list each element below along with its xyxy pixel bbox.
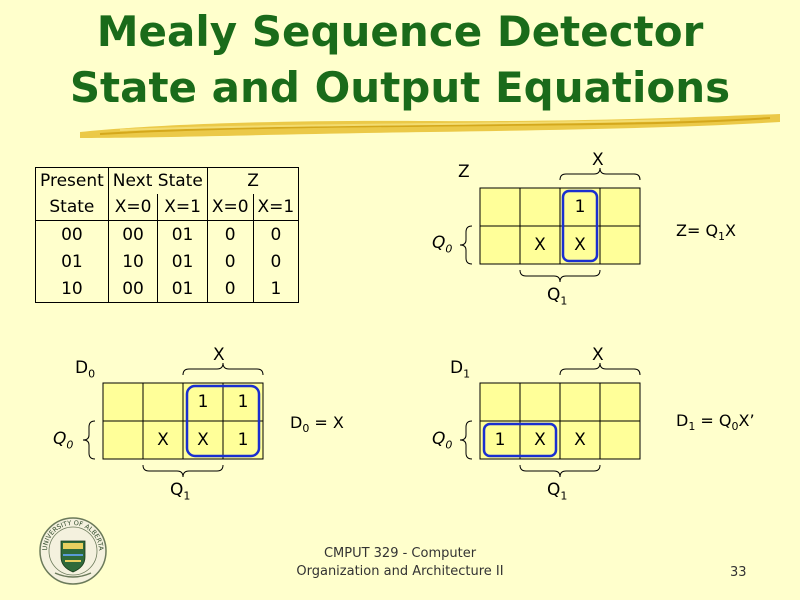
table-cell: 0 xyxy=(252,248,300,275)
table-cell: 10 xyxy=(107,248,159,275)
table-cell: 0 xyxy=(206,248,254,275)
kmap-d1-equation: D1 = Q0X’ xyxy=(676,411,755,434)
table-row: 10 00 01 0 1 xyxy=(35,275,300,303)
table-cell: 00 xyxy=(35,220,109,248)
kmap-d1-cell xyxy=(600,421,640,459)
th-z-x1: X=1 xyxy=(252,194,300,221)
table-cell: 10 xyxy=(35,275,109,303)
th-state: State xyxy=(35,194,109,221)
table-cell: 0 xyxy=(206,275,254,303)
kmap-d1-cell xyxy=(480,383,520,421)
table-cell: 01 xyxy=(157,248,208,275)
footer-line2: Organization and Architecture II xyxy=(296,564,504,579)
kmap-d1-cell: X xyxy=(574,430,586,450)
kmap-z-name: Z xyxy=(458,162,470,182)
kmap-d0-cell: 1 xyxy=(237,392,249,412)
th-next-state: Next State xyxy=(107,167,208,194)
kmap-d1: D1 X Q0 Q1 1 X X D1 = Q0X’ xyxy=(420,345,790,505)
kmap-d0-cell xyxy=(143,383,183,421)
kmap-z-grid xyxy=(459,167,641,283)
th-z-x0: X=0 xyxy=(206,194,254,221)
kmap-d0-name: D0 xyxy=(75,358,96,381)
kmap-d0-cell: X xyxy=(157,430,169,450)
th-ns-x1: X=1 xyxy=(157,194,208,221)
kmap-z-cell xyxy=(480,226,520,264)
kmap-z: Z X Q0 Q1 1 X X Z= Q1X xyxy=(420,150,780,310)
page-number: 33 xyxy=(730,565,747,580)
kmap-d0-cell xyxy=(103,421,143,459)
th-ns-x0: X=0 xyxy=(107,194,159,221)
table-cell: 01 xyxy=(157,220,208,248)
kmap-d0-cell: X xyxy=(197,430,209,450)
kmap-z-cell: X xyxy=(574,235,586,255)
kmap-z-cell xyxy=(600,226,640,264)
th-present: Present xyxy=(35,167,109,194)
kmap-z-equation: Z= Q1X xyxy=(676,221,737,244)
kmap-z-cell xyxy=(480,188,520,226)
table-cell: 00 xyxy=(107,275,159,303)
table-cell: 1 xyxy=(252,275,300,303)
kmap-d1-q1-label: Q1 xyxy=(547,480,568,503)
table-cell: 01 xyxy=(35,248,109,275)
kmap-z-cell: X xyxy=(534,235,546,255)
kmap-z-cell xyxy=(520,188,560,226)
kmap-d0-cell xyxy=(103,383,143,421)
kmap-d0-q1-label: Q1 xyxy=(170,480,191,503)
kmap-d0-q0-label: Q0 xyxy=(53,429,74,452)
slide-footer: CMPUT 329 - Computer Organization and Ar… xyxy=(260,545,540,581)
kmap-d1-name: D1 xyxy=(450,358,471,381)
table-cell: 00 xyxy=(107,220,159,248)
table-cell: 0 xyxy=(206,220,254,248)
kmap-z-cell xyxy=(600,188,640,226)
kmap-d1-x-label: X xyxy=(592,345,604,365)
kmap-z-x-label: X xyxy=(592,150,604,170)
kmap-d1-cell xyxy=(600,383,640,421)
kmap-d1-cell: 1 xyxy=(494,430,506,450)
kmap-d1-grid xyxy=(459,362,641,478)
kmap-d1-cell xyxy=(520,383,560,421)
university-crest-logo: UNIVERSITY OF ALBERTA xyxy=(39,517,107,585)
kmap-d0-cell: 1 xyxy=(197,392,209,412)
table-cell: 01 xyxy=(157,275,208,303)
kmap-d0-x-label: X xyxy=(213,345,225,365)
state-table: Present Next State Z State X=0 X=1 X=0 X… xyxy=(35,167,300,303)
th-z: Z xyxy=(206,167,300,194)
slide-title-line1: Mealy Sequence Detector xyxy=(96,7,704,56)
kmap-z-cell: 1 xyxy=(574,197,586,217)
kmap-z-q0-label: Q0 xyxy=(432,233,453,256)
brush-stroke-decoration xyxy=(80,114,780,138)
kmap-d1-q0-label: Q0 xyxy=(432,429,453,452)
table-row: 01 10 01 0 0 xyxy=(35,248,300,275)
slide-title-line2: State and Output Equations xyxy=(69,63,731,112)
table-row: 00 00 01 0 0 xyxy=(35,220,300,248)
table-cell: 0 xyxy=(252,220,300,248)
kmap-d0-grid xyxy=(82,362,264,478)
footer-line1: CMPUT 329 - Computer xyxy=(323,546,477,561)
kmap-d0-equation: D0 = X xyxy=(290,413,344,436)
kmap-d1-cell xyxy=(560,383,600,421)
kmap-d0: D0 X Q0 Q1 1 1 X X 1 D0 = X xyxy=(40,345,400,505)
kmap-d0-cell: 1 xyxy=(237,430,249,450)
kmap-z-q1-label: Q1 xyxy=(547,285,568,308)
kmap-d1-cell: X xyxy=(534,430,546,450)
